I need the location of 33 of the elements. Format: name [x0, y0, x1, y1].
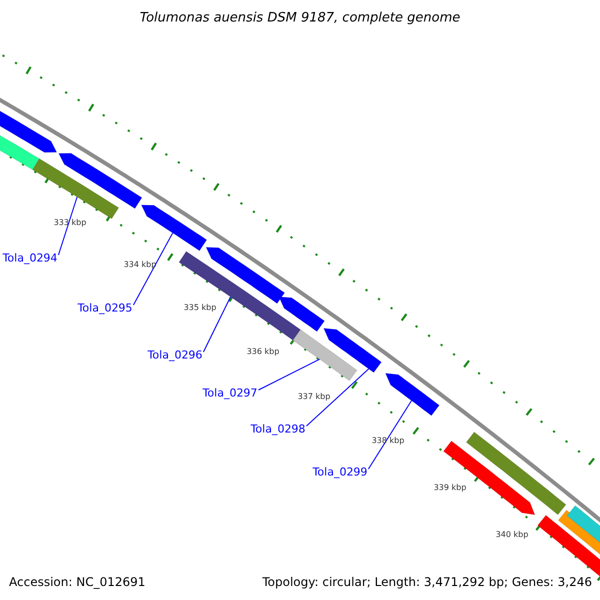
- gene-label: Tola_0296: [148, 350, 202, 360]
- gene-feature: [466, 432, 566, 515]
- gene-feature: [141, 204, 207, 251]
- gene-label: Tola_0299: [312, 466, 368, 478]
- leader-line: [58, 196, 78, 256]
- gene-feature: [385, 372, 440, 416]
- scale-label: 335 kbp: [184, 304, 216, 312]
- gene-feature: [323, 328, 382, 373]
- gene-feature: [206, 247, 285, 304]
- scale-label: 334 kbp: [124, 261, 156, 269]
- scale-label: 340 kbp: [496, 531, 528, 539]
- gene-label: Tola_0297: [202, 388, 258, 398]
- map-title: Tolumonas auensis DSM 9187, complete genome: [140, 12, 460, 24]
- gene-label: Tola_0294: [2, 252, 58, 264]
- scale-label: 333 kbp: [54, 219, 86, 227]
- gene-feature: [178, 251, 303, 342]
- gene-label: Tola_0295: [78, 302, 132, 314]
- scale-label: 338 kbp: [372, 437, 404, 445]
- leader-line: [132, 232, 174, 306]
- leader-line: [368, 400, 412, 470]
- gene-feature: [278, 296, 325, 332]
- gene-feature: [32, 158, 119, 219]
- leader-line: [202, 296, 231, 352]
- scale-label: 339 kbp: [434, 484, 466, 492]
- scale-label: 336 kbp: [246, 348, 280, 356]
- gene-label: Tola_0298: [250, 424, 306, 434]
- leader-line: [258, 358, 320, 390]
- gene-feature: [292, 329, 358, 382]
- leader-line: [306, 368, 370, 426]
- accession-text: Accession: NC_012691: [9, 576, 146, 588]
- genome-info-text: Topology: circular; Length: 3,471,292 bp; Genes: 3,246: [262, 576, 592, 588]
- gene-feature: [58, 153, 142, 209]
- scale-label: 337 kbp: [298, 393, 330, 401]
